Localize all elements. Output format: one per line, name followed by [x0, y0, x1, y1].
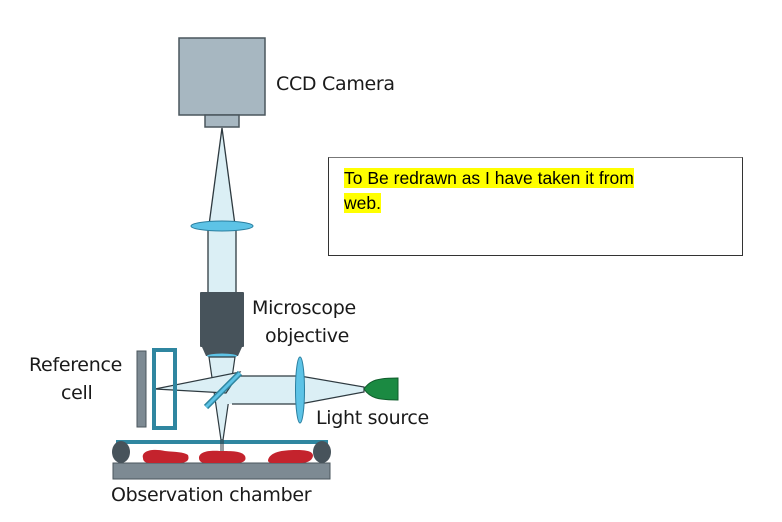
reference-cell [152, 348, 177, 430]
beam-horizontal [226, 376, 300, 404]
chamber-base [112, 462, 331, 480]
beam-tube [207, 224, 237, 294]
sample-cell-2 [199, 450, 246, 463]
beam-splitter-highlight [204, 371, 242, 409]
annotation-note-box[interactable]: To Be redrawn as I have taken it from we… [328, 157, 743, 256]
beam-upper-cone [208, 127, 236, 226]
label-reference-cell-line1: Reference [29, 354, 122, 376]
label-observation-chamber: Observation chamber [111, 484, 312, 506]
reference-mirror [136, 350, 147, 428]
label-light-source: Light source [316, 407, 429, 429]
annotation-note-text: To Be redrawn as I have taken it from we… [344, 166, 704, 216]
chamber-spacer-right [313, 441, 331, 463]
light-source [363, 377, 399, 401]
microscope-objective-tip [202, 347, 242, 356]
label-microscope-objective-line1: Microscope [252, 297, 356, 319]
sample-cell-1 [142, 449, 189, 463]
sample-cell-3 [268, 450, 313, 463]
label-ccd-camera: CCD Camera [276, 73, 395, 95]
note-line-1: To Be redrawn as I have taken it from [344, 168, 634, 188]
collimating-lens [295, 356, 305, 424]
tube-lens [190, 220, 254, 232]
microscope-objective-body [200, 292, 244, 347]
ccd-camera-mount [204, 114, 240, 128]
ccd-camera-body [178, 37, 266, 116]
note-line-2: web. [344, 193, 381, 213]
chamber-spacer-left [112, 441, 130, 463]
chamber-coverslip [116, 440, 328, 444]
label-reference-cell-line2: cell [61, 382, 93, 404]
beam-source-cone [299, 375, 365, 405]
label-microscope-objective-line2: objective [265, 325, 350, 347]
